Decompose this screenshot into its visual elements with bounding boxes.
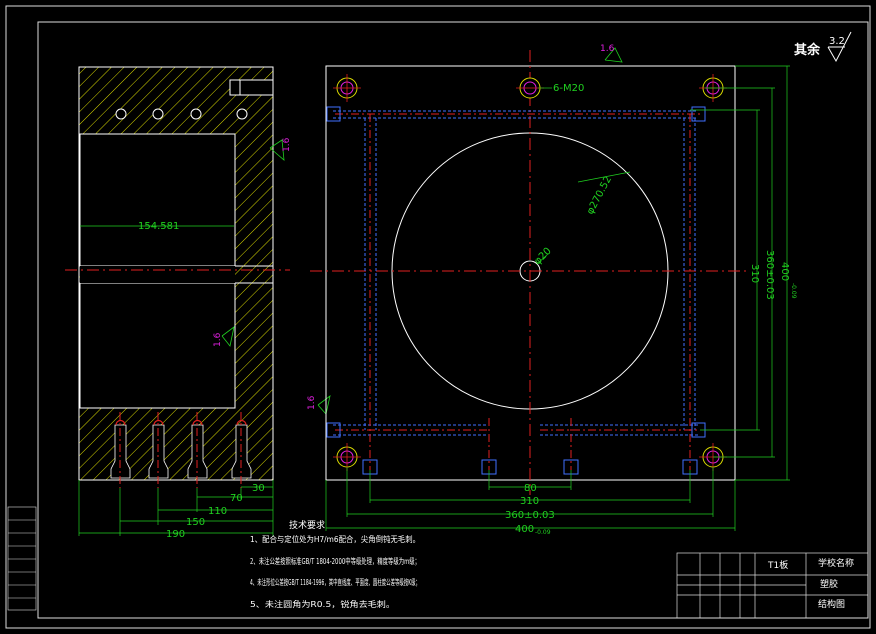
note-1: 1、配合与定位处为H7/m6配合，尖角倒钝无毛刺。 <box>250 534 420 544</box>
dim-circle: φ270.52 <box>585 175 614 217</box>
dim-center-hole: φ20 <box>532 246 553 267</box>
notes-title: 技术要求 <box>289 519 325 531</box>
roughness-mark: 其余 3.2 <box>794 31 852 63</box>
plan-view <box>310 50 750 495</box>
roughness-label: 其余 <box>794 42 821 58</box>
dim-h310: 310 <box>520 496 539 507</box>
dim-v360: 360±0.03 <box>764 250 775 300</box>
title-material: 塑胶 <box>820 578 838 590</box>
title-school: 学校名称 <box>818 557 854 569</box>
dim-h360: 360±0.03 <box>505 510 555 521</box>
ra-4: 1.6 <box>600 44 615 54</box>
technical-notes: 技术要求 1、配合与定位处为H7/m6配合，尖角倒钝无毛刺。 2、未注公差按照标… <box>250 519 420 609</box>
ra-1: 1.6 <box>282 137 292 152</box>
dim-v400-tol: -0.09 <box>790 283 797 299</box>
dim-holes: 6-M20 <box>553 83 584 94</box>
dim-v310: 310 <box>749 264 760 283</box>
dim-154-581: 154.581 <box>138 221 179 232</box>
left-dimensions: 154.581 30 70 110 150 190 <box>78 221 274 540</box>
dim-70: 70 <box>230 493 243 504</box>
dim-30: 30 <box>252 483 265 494</box>
roughness-symbols <box>221 47 623 415</box>
title-drawing: 结构图 <box>818 598 845 610</box>
dim-h80: 80 <box>524 483 537 494</box>
note-4: 5、未注圆角为R0.5，锐角去毛刺。 <box>250 599 395 609</box>
title-part: T1板 <box>767 559 788 571</box>
dim-h400-tol: -0.09 <box>535 529 551 536</box>
dim-110: 110 <box>208 506 227 517</box>
note-2: 2、未注公差按照标准GB/T 1804-2000中等级处理，精度等级为m级； <box>250 556 420 566</box>
revision-table <box>7 506 37 611</box>
ra-3: 1.6 <box>307 395 317 410</box>
dim-h400: 400 <box>515 524 534 535</box>
roughness-value: 3.2 <box>829 36 845 47</box>
outer-frame <box>5 5 871 629</box>
dim-190: 190 <box>166 529 185 540</box>
section-view <box>65 66 290 488</box>
dim-150: 150 <box>186 517 205 528</box>
inner-frame <box>37 21 869 619</box>
title-block <box>676 552 869 619</box>
ra-2: 1.6 <box>213 332 223 347</box>
note-3: 4、未注形位公差按GB/T 1184-1996，其中直线度、平面度、圆柱度公差等… <box>250 577 420 587</box>
dim-v400: 400 <box>779 262 790 281</box>
